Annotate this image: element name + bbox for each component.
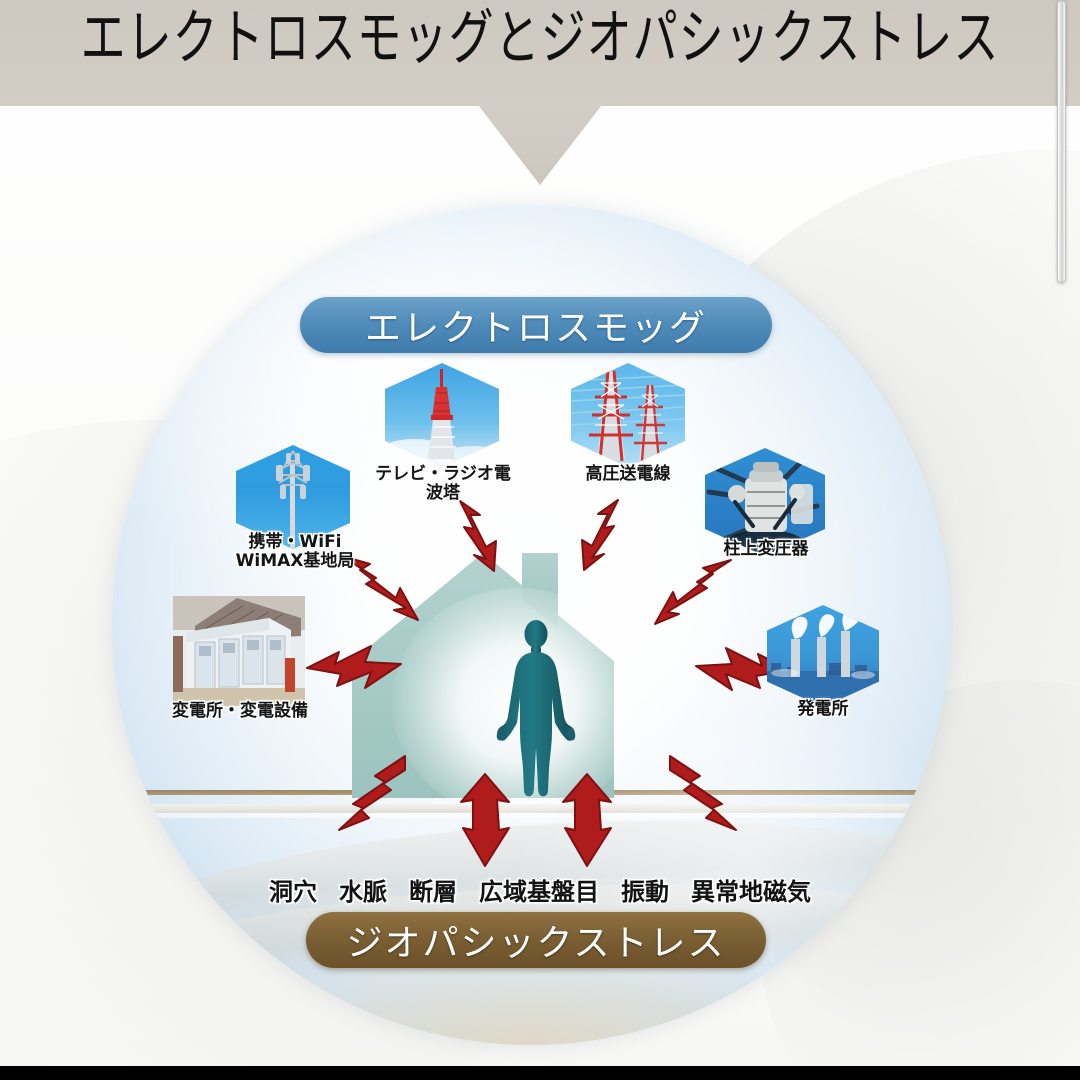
broadcast-tower-label: テレビ・ラジオ電波塔 bbox=[375, 464, 511, 504]
substation-icon bbox=[173, 596, 305, 706]
lightning-arrow-broadcast-tower bbox=[440, 497, 512, 580]
ground-term: 広域基盤目 bbox=[479, 878, 599, 906]
lightning-arrow-substation bbox=[305, 638, 403, 701]
power-lines-label: 高圧送電線 bbox=[585, 464, 671, 484]
cell-tower-label: 携帯・WiFi WiMAX基地局 bbox=[235, 532, 355, 572]
geopathic-title-text: ジオパシックストレス bbox=[346, 923, 726, 964]
page-title: エレクトロスモッグとジオパシックストレス bbox=[80, 1, 1000, 73]
bottom-black-bar bbox=[0, 1066, 1080, 1080]
header-banner: エレクトロスモッグとジオパシックストレス bbox=[0, 0, 1080, 106]
ground-term: 断層 bbox=[409, 878, 457, 906]
electrosmog-title-pill: エレクトロスモッグ bbox=[300, 297, 772, 353]
header-notch-arrow bbox=[478, 105, 602, 185]
lightning-arrow-ground-center-right bbox=[557, 772, 617, 873]
lightning-arrow-power-lines bbox=[566, 496, 638, 579]
ground-term: 洞穴 bbox=[269, 878, 317, 906]
lightning-arrow-ground-right bbox=[664, 752, 742, 839]
lightning-arrow-pole-transformer bbox=[645, 552, 737, 635]
power-plant-label: 発電所 bbox=[797, 699, 849, 719]
ground-term: 水脈 bbox=[339, 878, 387, 906]
lightning-arrow-ground-left bbox=[333, 752, 411, 839]
geopathic-terms-row: 洞穴 水脈 断層 広域基盤目 振動 異常地磁気 bbox=[110, 872, 970, 907]
geopathic-title-pill: ジオパシックストレス bbox=[306, 912, 766, 968]
electrosmog-title-text: エレクトロスモッグ bbox=[364, 308, 707, 349]
scrollbar-thumb[interactable] bbox=[1057, 0, 1066, 283]
ground-term: 異常地磁気 bbox=[691, 878, 811, 906]
pole-transformer-label: 柱上変圧器 bbox=[723, 539, 809, 559]
substation-label: 変電所・変電設備 bbox=[172, 701, 308, 721]
lightning-arrow-ground-center-left bbox=[455, 772, 515, 873]
ground-term: 振動 bbox=[621, 878, 669, 906]
